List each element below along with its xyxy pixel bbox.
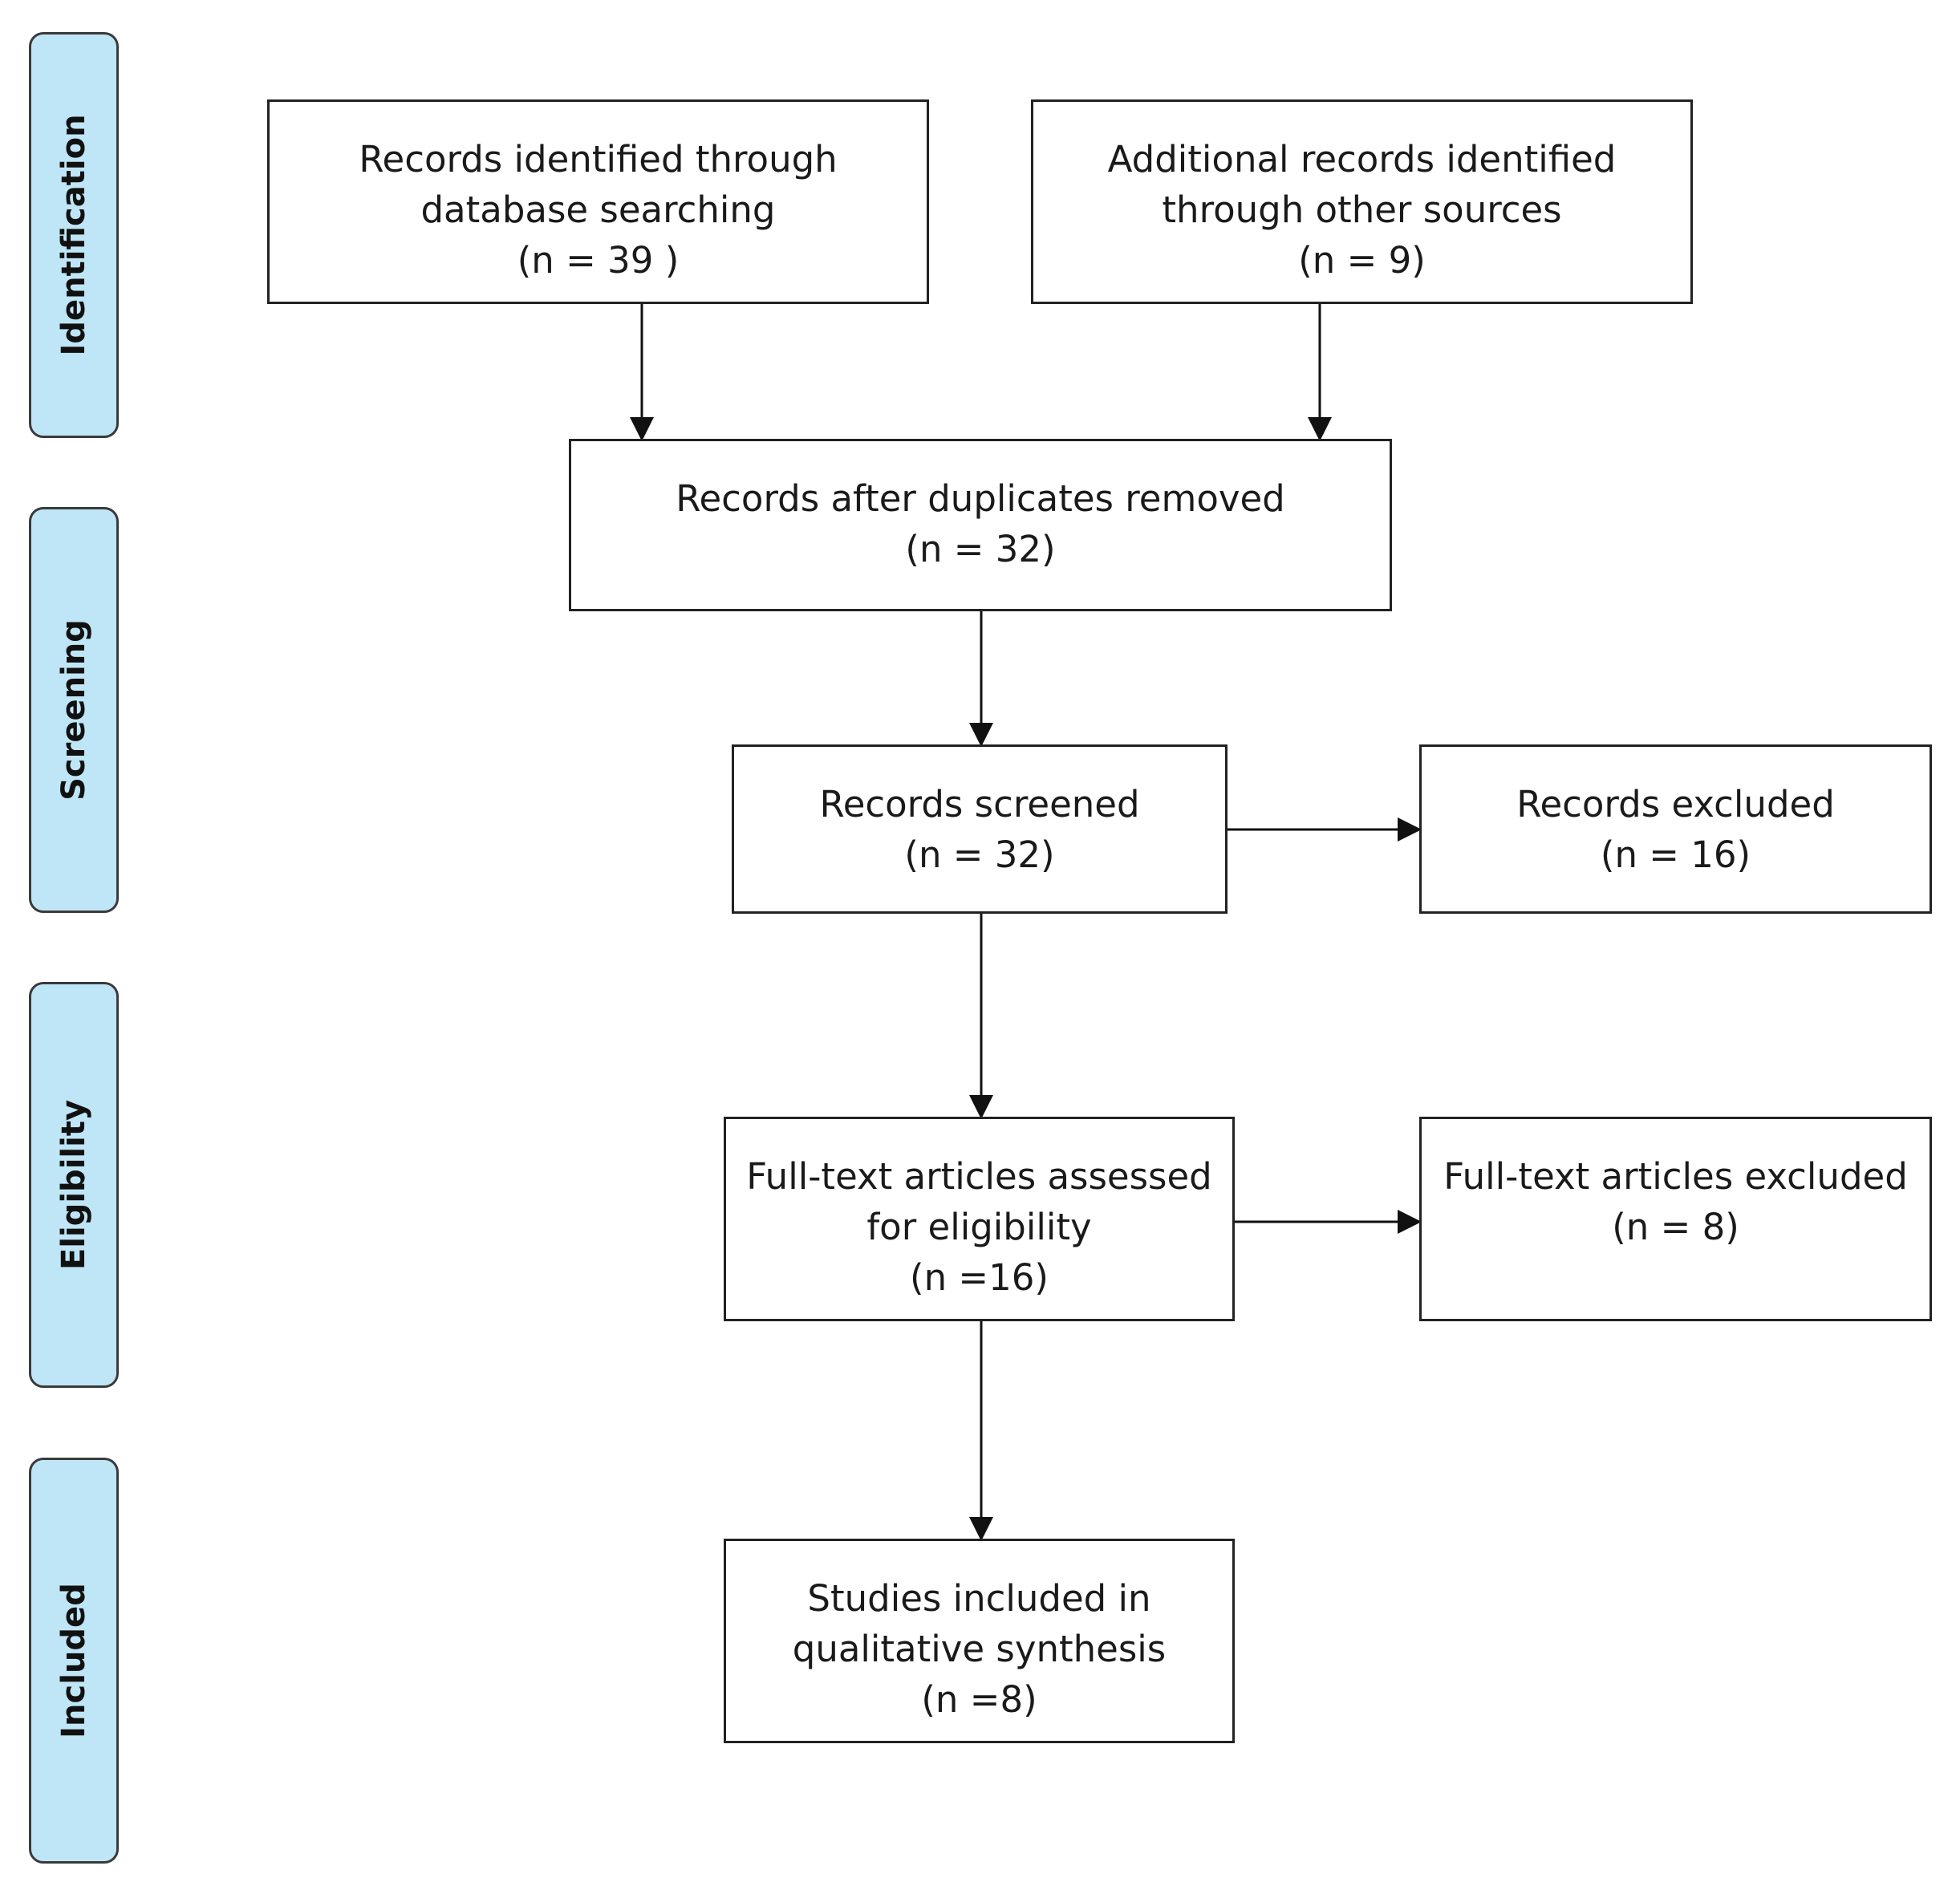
box-included-studies-count: (n =8): [921, 1678, 1037, 1721]
box-included-studies-line1: Studies included in: [807, 1577, 1151, 1620]
box-records-screened-line1: Records screened: [819, 783, 1140, 825]
box-database-search-line1: Records identified through: [359, 138, 838, 180]
box-fulltext-excluded: Full-text articles excluded (n = 8): [1419, 1117, 1932, 1321]
box-duplicates-removed-line1: Records after duplicates removed: [676, 477, 1285, 520]
phase-label-identification: Identification: [55, 114, 92, 356]
box-records-screened: Records screened (n = 32): [732, 744, 1228, 914]
phase-eligibility: Eligibility: [29, 982, 119, 1388]
box-other-sources-line1: Additional records identified: [1107, 138, 1617, 180]
box-database-search: Records identified through database sear…: [267, 99, 929, 304]
box-records-screened-count: (n = 32): [904, 834, 1055, 876]
box-duplicates-removed: Records after duplicates removed (n = 32…: [569, 439, 1392, 611]
box-other-sources-count: (n = 9): [1298, 239, 1426, 282]
box-records-excluded-count: (n = 16): [1600, 834, 1751, 876]
box-records-excluded-line1: Records excluded: [1516, 783, 1835, 825]
phase-label-screening: Screening: [55, 619, 92, 801]
phase-screening: Screening: [29, 507, 119, 913]
box-fulltext-assessed-line2: for eligibility: [866, 1206, 1092, 1248]
phase-included: Included: [29, 1458, 119, 1864]
box-duplicates-removed-count: (n = 32): [905, 528, 1056, 570]
box-fulltext-assessed-line1: Full-text articles assessed: [746, 1155, 1212, 1198]
box-fulltext-assessed: Full-text articles assessed for eligibil…: [724, 1117, 1235, 1321]
box-fulltext-excluded-count: (n = 8): [1612, 1206, 1739, 1248]
box-records-excluded: Records excluded (n = 16): [1419, 744, 1932, 914]
box-included-studies-line2: qualitative synthesis: [792, 1628, 1167, 1670]
box-other-sources: Additional records identified through ot…: [1031, 99, 1693, 304]
box-other-sources-line2: through other sources: [1162, 189, 1562, 231]
phase-identification: Identification: [29, 32, 119, 438]
phase-label-eligibility: Eligibility: [55, 1099, 92, 1271]
box-database-search-count: (n = 39 ): [517, 239, 680, 282]
box-database-search-line2: database searching: [420, 189, 776, 231]
box-included-studies: Studies included in qualitative synthesi…: [724, 1539, 1235, 1743]
box-fulltext-assessed-count: (n =16): [910, 1256, 1049, 1299]
box-fulltext-excluded-line1: Full-text articles excluded: [1443, 1155, 1908, 1198]
phase-label-included: Included: [55, 1583, 92, 1738]
